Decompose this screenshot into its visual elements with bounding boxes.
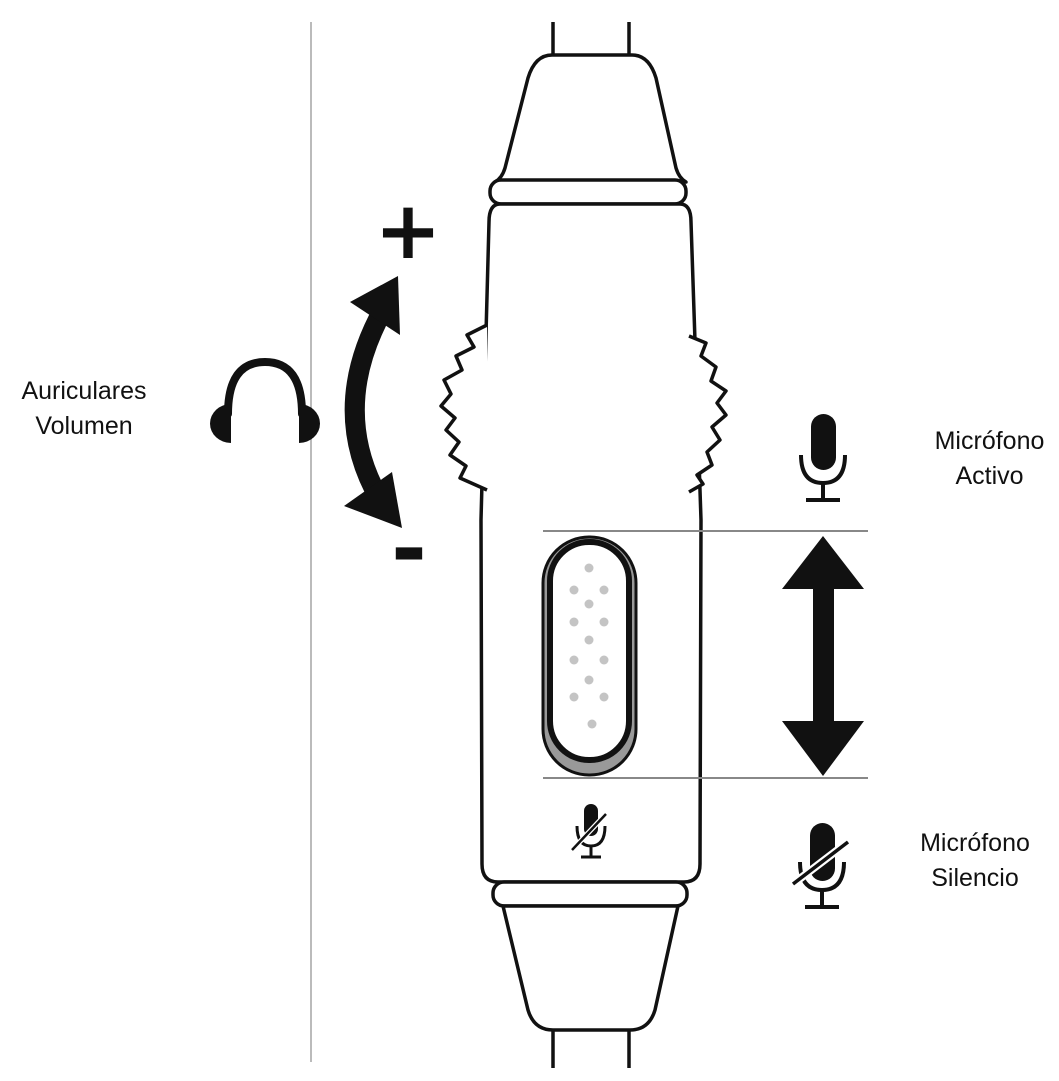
bottom-collar (491, 880, 689, 908)
cable-bottom (551, 1030, 631, 1068)
slider-grip-dots (569, 563, 609, 729)
top-collar (488, 178, 688, 206)
cable-top (551, 22, 631, 55)
volume-wheel-right (688, 334, 728, 494)
volume-minus-symbol: - (391, 499, 427, 599)
slider-mute-icon (570, 804, 608, 859)
headphones-icon (210, 357, 320, 443)
volume-plus-symbol: + (374, 184, 441, 277)
headphone-volume-label-line1: Auriculares (21, 377, 147, 405)
mic-active-label-line1: Micrófono (934, 427, 1045, 455)
mic-active-label-line2: Activo (955, 462, 1024, 490)
headphone-volume-label-line2: Volumen (35, 412, 133, 440)
microphone-muted-icon (790, 823, 851, 909)
microphone-icon (799, 414, 847, 502)
bottom-strain-relief (501, 904, 680, 1032)
mic-active-label: Micrófono Activo (920, 424, 1059, 494)
mute-slider[interactable] (541, 535, 638, 777)
top-strain-relief (493, 53, 688, 184)
volume-curved-arrow (344, 276, 402, 528)
slider-double-arrow (782, 536, 864, 776)
mic-mute-label-line1: Micrófono (920, 829, 1030, 857)
mic-mute-label-line2: Silencio (931, 864, 1019, 892)
volume-wheel-left (439, 323, 488, 492)
headphone-volume-label: Auriculares Volumen (0, 374, 168, 444)
mic-mute-label: Micrófono Silencio (900, 826, 1050, 896)
